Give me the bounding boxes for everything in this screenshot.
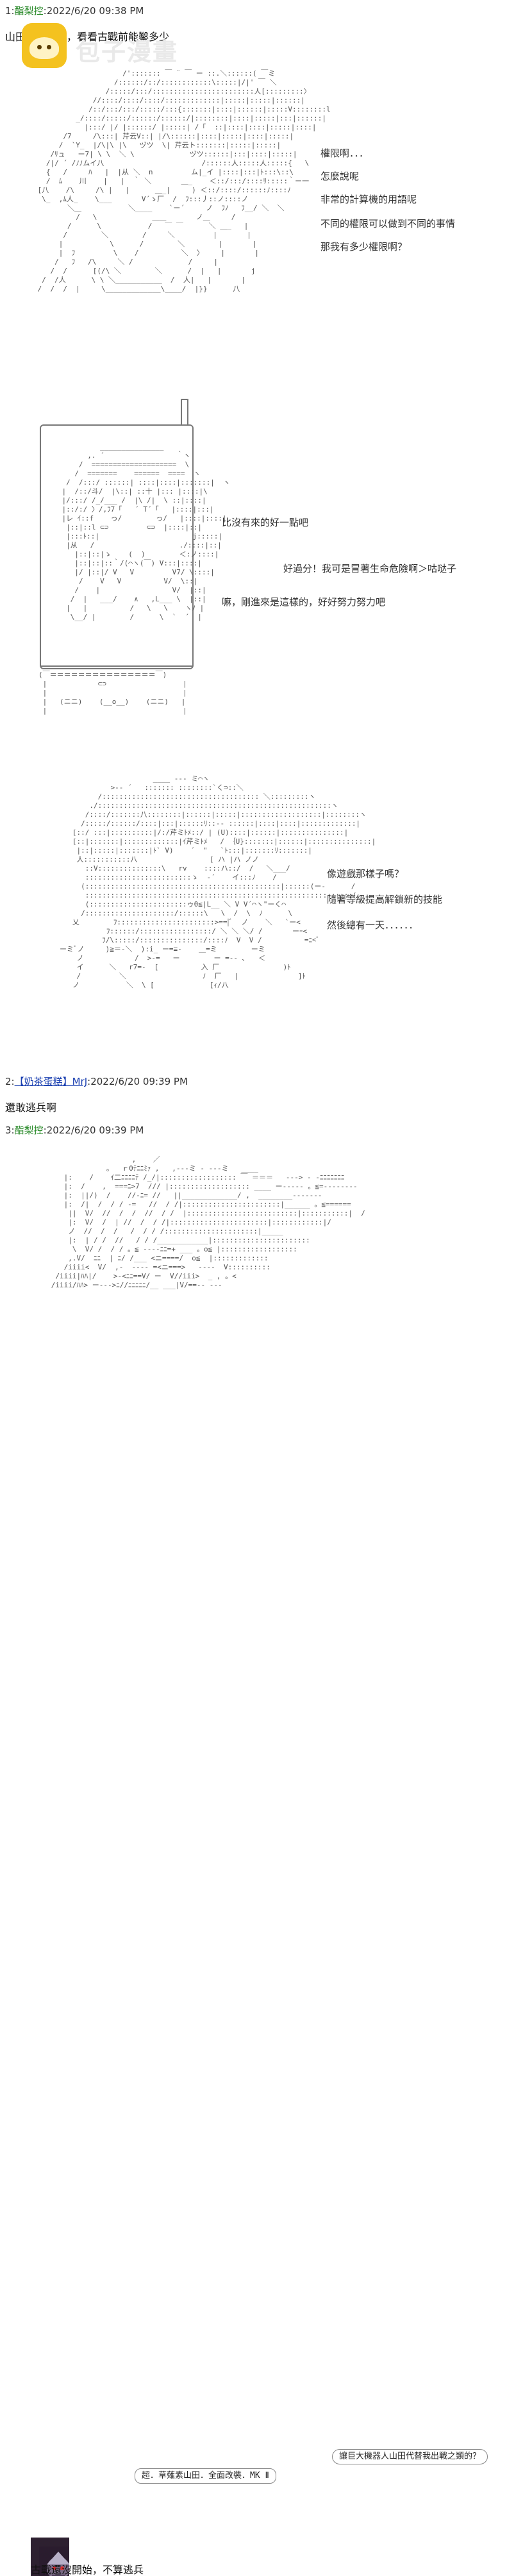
panel-1-line-2: 怎麼說呢 bbox=[320, 171, 360, 182]
panel-1-line-5: 那我有多少權限啊？ bbox=[320, 241, 408, 253]
panel-1-line-1: 權限啊．．． bbox=[320, 147, 369, 159]
speech-bubble-1: 超．草薙素山田．全面改裝．MK Ⅱ bbox=[135, 2468, 276, 2484]
post-3-message: 古戰還沒開始，不算逃兵 bbox=[31, 2564, 144, 2576]
panel-3-line-2: 隨著等級提高解鎖新的技能 bbox=[327, 894, 443, 905]
phone-frame bbox=[40, 424, 194, 669]
post-timestamp: 2022/6/20 09:39 PM bbox=[46, 1125, 144, 1136]
post-number: 2: bbox=[5, 1076, 15, 1087]
post-2-header: 2:【奶茶蛋糕】MrJ:2022/6/20 09:39 PM bbox=[5, 1076, 188, 1087]
phone-keypad: (￣＝＝＝＝＝＝＝＝＝＝＝＝＝＝＝￣) | ⊂⊃ | | | | (ニニ) (_… bbox=[38, 671, 187, 715]
post-3-header: 3:酯梨控:2022/6/20 09:39 PM bbox=[5, 1125, 144, 1136]
post-1-header: 1:酯梨控:2022/6/20 09:38 PM bbox=[5, 5, 144, 17]
panel-3-line-1: 像遊戲那樣子嗎？ bbox=[327, 868, 404, 880]
ascii-art-panel-3: ____ --- ミ⌒ヽ >-‐ ´ ::::::: ::::::::`く⊃::… bbox=[59, 774, 376, 989]
logo-icon bbox=[22, 23, 67, 68]
panel-1-line-3: 非常的計算機的用語呢 bbox=[320, 194, 417, 205]
post-author[interactable]: 酯梨控 bbox=[14, 5, 44, 17]
phone-divider bbox=[41, 665, 192, 667]
panel-2-line-3: 嘛，剛進來是這樣的，好好努力努力吧 bbox=[222, 596, 386, 608]
ascii-art-panel-2: _______________ ,. ´ ｀ヽ / ==============… bbox=[62, 442, 231, 621]
panel-3-line-3: 然後總有一天．．．．．． bbox=[327, 919, 419, 931]
post-timestamp: 2022/6/20 09:39 PM bbox=[90, 1076, 188, 1087]
post-author[interactable]: 酯梨控 bbox=[14, 1125, 44, 1136]
post-author[interactable]: 【奶茶蛋糕】MrJ bbox=[14, 1076, 88, 1087]
speech-bubble-2: 讓巨大機器人山田代替我出戰之類的？ bbox=[332, 2449, 488, 2464]
panel-1-line-4: 不同的權限可以做到不同的事情 bbox=[320, 218, 456, 230]
panel-2-line-1: 比沒有來的好一點吧 bbox=[222, 517, 309, 528]
ascii-art-panel-4: , ／ 。 ｒ0ﾃﾆﾆﾐｧ , ,---ミ - ---ミ ____ |: / ｲ… bbox=[26, 1155, 488, 2576]
phone-antenna bbox=[181, 399, 188, 426]
panel-2-line-2: 好過分！我可是冒著生命危險啊＞咕哒子 bbox=[283, 563, 457, 574]
watermark: 包子漫畫 bbox=[76, 38, 179, 66]
ascii-art-panel-1: /'::::::: ￣ ¨ ￣ ー ::.＼::::::( ￣ミ /::::::… bbox=[37, 69, 331, 293]
post-2-message: 還敢逃兵啊 bbox=[5, 1101, 57, 1114]
post-number: 3: bbox=[5, 1125, 15, 1136]
post-timestamp: 2022/6/20 09:38 PM bbox=[46, 5, 144, 17]
post-number: 1: bbox=[5, 5, 15, 17]
